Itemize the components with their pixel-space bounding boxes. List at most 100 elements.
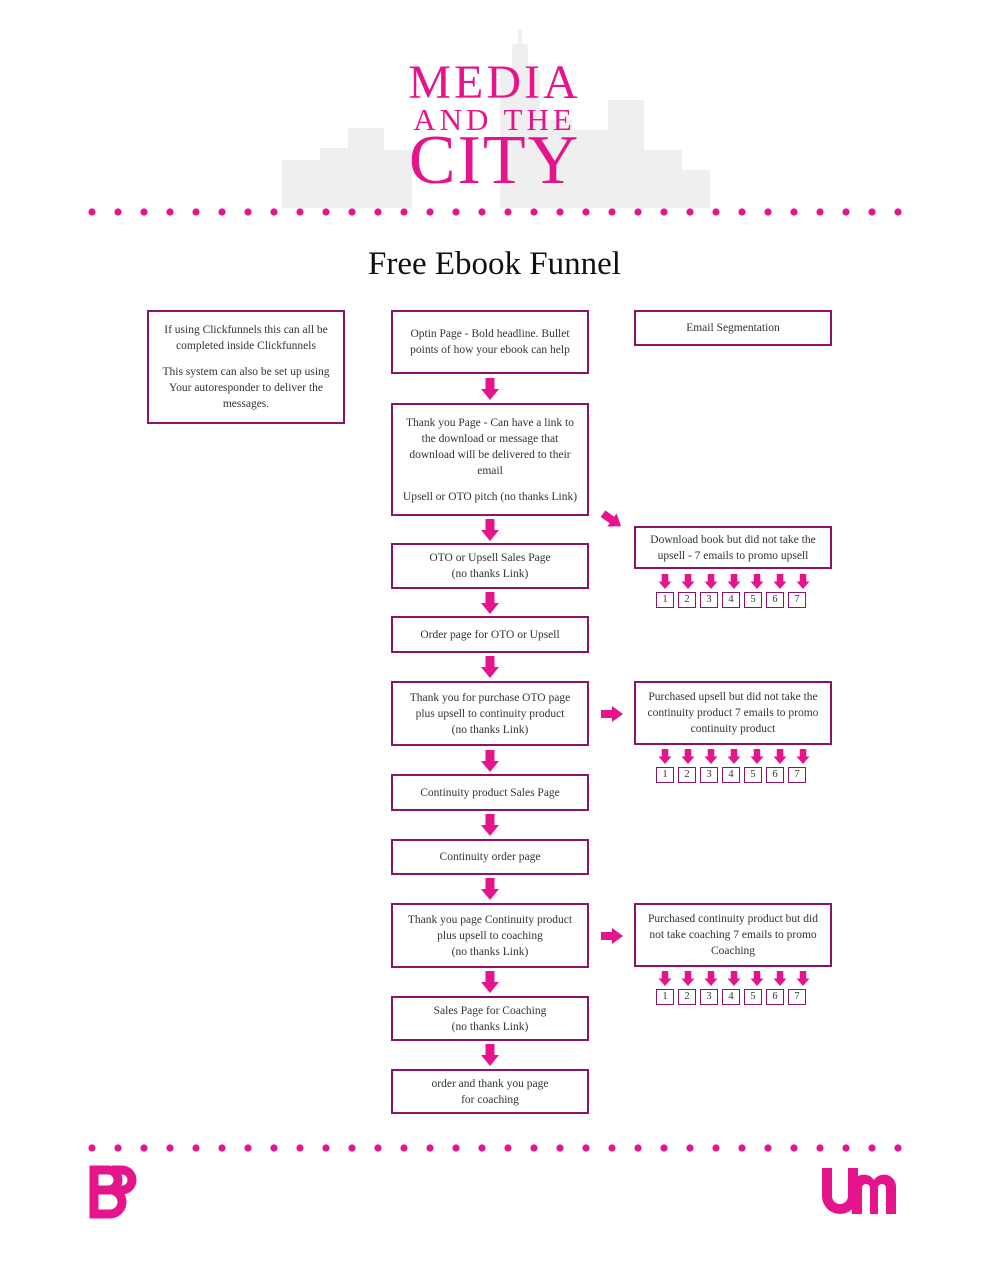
step-label: Sales Page for Coaching	[433, 1004, 547, 1017]
email-down-arrow-icon	[773, 749, 787, 764]
email-cell: 7	[788, 989, 806, 1005]
divider-dot	[556, 208, 564, 216]
email-cell: 3	[700, 767, 718, 783]
divider-dot	[244, 1144, 252, 1152]
email-cell: 2	[678, 592, 696, 608]
email-down-arrow-icon	[796, 971, 810, 986]
divider-dot	[634, 208, 642, 216]
divider-dot	[270, 208, 278, 216]
divider-dot	[322, 1144, 330, 1152]
email-cell: 1	[656, 767, 674, 783]
divider-dot	[400, 208, 408, 216]
email-down-arrow-icon	[681, 749, 695, 764]
segment-label: Purchased upsell but did not take the co…	[647, 691, 819, 735]
step-coaching-sales-page: Sales Page for Coaching (no thanks Link)	[391, 996, 589, 1041]
email-cell: 2	[678, 989, 696, 1005]
email-down-arrow-icon	[658, 749, 672, 764]
logo-city-text: CITY	[408, 122, 581, 199]
step-optin-page: Optin Page - Bold headline. Bullet point…	[391, 310, 589, 374]
page-title: Free Ebook Funnel	[368, 246, 621, 282]
flow-down-arrow-icon	[481, 971, 499, 993]
email-down-arrow-icon	[681, 971, 695, 986]
segment-continuity-box: Purchased upsell but did not take the co…	[634, 681, 832, 745]
divider-dot	[166, 208, 174, 216]
divider-dot	[426, 1144, 434, 1152]
email-cell: 4	[722, 989, 740, 1005]
email-down-arrow-icon	[796, 574, 810, 589]
step-oto-sales-page: OTO or Upsell Sales Page (no thanks Link…	[391, 543, 589, 589]
segment-label: Purchased continuity product but did not…	[648, 913, 818, 957]
logo-and-the-text: AND THE	[413, 102, 576, 137]
divider-dot	[140, 1144, 148, 1152]
divider-dot	[556, 1144, 564, 1152]
email-down-arrow-icon	[727, 749, 741, 764]
divider-dot	[634, 1144, 642, 1152]
email-cell: 6	[766, 767, 784, 783]
step-continuity-order-page: Continuity order page	[391, 839, 589, 875]
email-down-arrow-icon	[727, 971, 741, 986]
flow-down-arrow-icon	[481, 519, 499, 541]
email-cell: 3	[700, 592, 718, 608]
side-note-line1: If using Clickfunnels this can all be co…	[164, 324, 328, 352]
email-sequence-coaching: 1 2 3 4 5 6 7	[656, 989, 806, 1005]
divider-dot	[582, 208, 590, 216]
divider-dot	[218, 208, 226, 216]
bottom-dotted-divider	[88, 1144, 902, 1152]
email-cell: 1	[656, 989, 674, 1005]
step-sub: for coaching	[461, 1093, 519, 1106]
divider-dot	[764, 1144, 772, 1152]
um-logo	[822, 1168, 896, 1214]
divider-dot	[712, 208, 720, 216]
divider-dot	[400, 1144, 408, 1152]
email-cell: 4	[722, 767, 740, 783]
divider-dot	[868, 208, 876, 216]
divider-dot	[660, 208, 668, 216]
email-down-arrow-icon	[750, 574, 764, 589]
divider-dot	[738, 208, 746, 216]
step-coaching-order-page: order and thank you page for coaching	[391, 1069, 589, 1114]
step-label: Thank you page Continuity product plus u…	[407, 913, 573, 942]
flow-down-arrow-icon	[481, 378, 499, 400]
divider-dot	[504, 208, 512, 216]
side-note-box: If using Clickfunnels this can all be co…	[147, 310, 345, 424]
step-label: Thank you Page - Can have a link to the …	[406, 416, 574, 477]
divider-dot	[842, 208, 850, 216]
step-oto-order-page: Order page for OTO or Upsell	[391, 616, 589, 653]
email-cell: 5	[744, 989, 762, 1005]
email-segmentation-header: Email Segmentation	[634, 310, 832, 346]
divider-dot	[452, 208, 460, 216]
email-down-arrow-icon	[658, 574, 672, 589]
side-note-line2: This system can also be set up using You…	[162, 366, 330, 410]
email-cell: 5	[744, 592, 762, 608]
divider-dot	[374, 1144, 382, 1152]
divider-dot	[738, 1144, 746, 1152]
email-sequence-continuity: 1 2 3 4 5 6 7	[656, 767, 806, 783]
top-dotted-divider	[88, 208, 902, 216]
email-down-arrow-icon	[796, 749, 810, 764]
divider-dot	[88, 1144, 96, 1152]
step-sub: (no thanks Link)	[451, 723, 529, 736]
email-sequence-upsell: 1 2 3 4 5 6 7	[656, 592, 806, 608]
email-down-arrow-icon	[681, 574, 695, 589]
divider-dot	[894, 1144, 902, 1152]
segmentation-title: Email Segmentation	[686, 322, 780, 334]
email-down-arrow-icon	[704, 749, 718, 764]
divider-dot	[504, 1144, 512, 1152]
divider-dot	[790, 1144, 798, 1152]
email-down-arrow-icon	[704, 971, 718, 986]
divider-dot	[712, 1144, 720, 1152]
flow-down-arrow-icon	[481, 656, 499, 678]
divider-dot	[244, 208, 252, 216]
step-label: Continuity product Sales Page	[420, 786, 560, 799]
email-cell: 7	[788, 592, 806, 608]
divider-dot	[88, 208, 96, 216]
divider-dot	[140, 208, 148, 216]
email-cell: 6	[766, 592, 784, 608]
divider-dot	[686, 208, 694, 216]
email-cell: 7	[788, 767, 806, 783]
flow-down-arrow-icon	[481, 592, 499, 614]
email-cell: 2	[678, 767, 696, 783]
divider-dot	[114, 1144, 122, 1152]
step-continuity-thank-you: Thank you page Continuity product plus u…	[391, 903, 589, 968]
step-label: Order page for OTO or Upsell	[420, 628, 560, 641]
